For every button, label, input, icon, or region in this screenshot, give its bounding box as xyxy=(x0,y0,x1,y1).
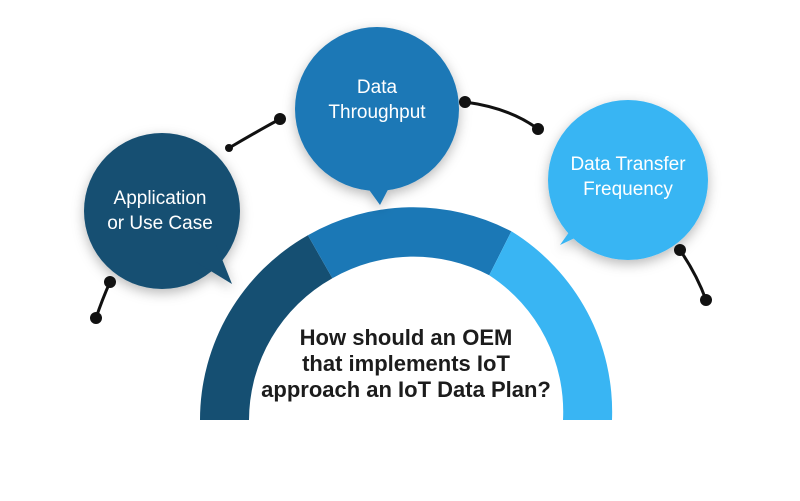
bubble-frequency-line-2: Frequency xyxy=(583,179,673,200)
bubble-data-transfer-frequency xyxy=(548,100,708,260)
bubble-application-line-1: Application xyxy=(114,188,207,209)
center-question: How should an OEM that implements IoT ap… xyxy=(261,325,551,402)
edge-dots xyxy=(104,144,686,288)
connector-throughput-right xyxy=(459,96,544,135)
connector-frequency-bottom xyxy=(678,249,712,306)
bubble-frequency-line-1: Data Transfer xyxy=(570,154,686,175)
connector-application-top xyxy=(228,113,286,150)
center-question-line-2: that implements IoT xyxy=(302,351,510,376)
arc-segment-middle xyxy=(307,207,512,279)
connector-application-bottom xyxy=(90,281,112,324)
bubble-application-use-case xyxy=(84,133,240,289)
bubble-throughput-line-1: Data xyxy=(357,77,398,98)
arc-segment-left xyxy=(200,235,333,420)
center-question-line-3: approach an IoT Data Plan? xyxy=(261,377,551,402)
bubble-throughput-line-2: Throughput xyxy=(328,102,426,123)
arc-segment-right xyxy=(489,231,613,420)
arc-ring xyxy=(200,207,613,420)
bubble-application-line-2: or Use Case xyxy=(107,213,213,234)
bubble-data-throughput xyxy=(295,27,459,205)
center-question-line-1: How should an OEM xyxy=(300,325,513,350)
